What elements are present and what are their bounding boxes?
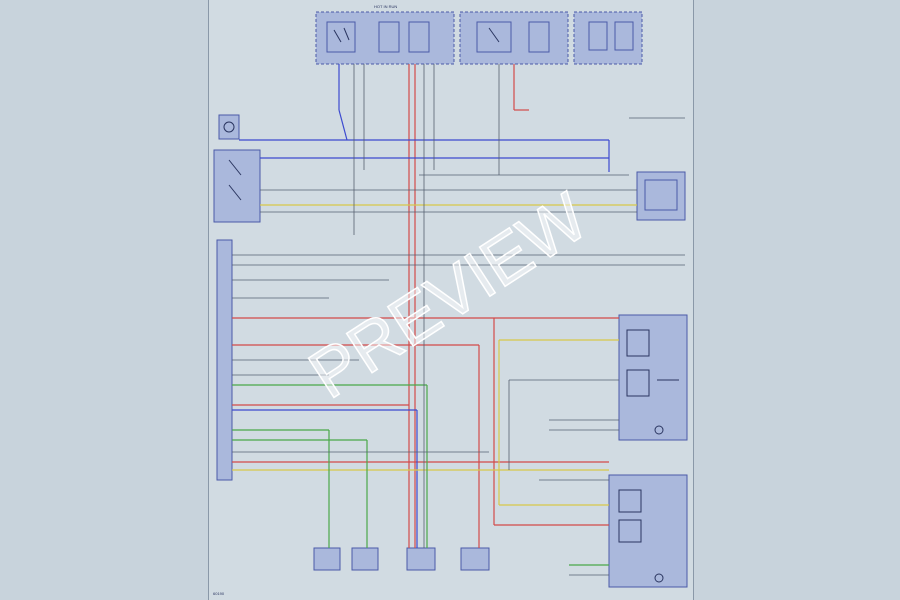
watermark-text: PREVIEW xyxy=(296,179,600,414)
sensor-right-top xyxy=(636,171,686,221)
wires-red xyxy=(232,64,619,548)
relay-block-right-bottom xyxy=(608,474,688,588)
bottom-component-4 xyxy=(460,547,490,571)
wires-yellow xyxy=(232,204,637,506)
speed-sensor-component xyxy=(218,114,240,140)
fuse-box-right xyxy=(573,11,643,65)
fuse-box-header: HOT IN RUN xyxy=(374,4,397,9)
wiring-diagram-sheet: HOT IN RUN xyxy=(208,0,694,600)
fuse-box-middle xyxy=(459,11,569,65)
wiring-diagram: HOT IN RUN xyxy=(213,4,688,596)
bottom-component-2 xyxy=(351,547,379,571)
page-number: 60190 xyxy=(213,591,225,596)
wires-gray xyxy=(232,64,685,576)
bottom-component-1 xyxy=(313,547,341,571)
preview-watermark: PREVIEW xyxy=(295,178,601,414)
relay-block-right-middle xyxy=(618,314,688,441)
fuse-box-left xyxy=(315,11,455,65)
bottom-component-3 xyxy=(406,547,436,571)
control-panel-component xyxy=(213,149,261,223)
main-module-connector xyxy=(216,239,233,481)
wires-green xyxy=(232,384,609,566)
